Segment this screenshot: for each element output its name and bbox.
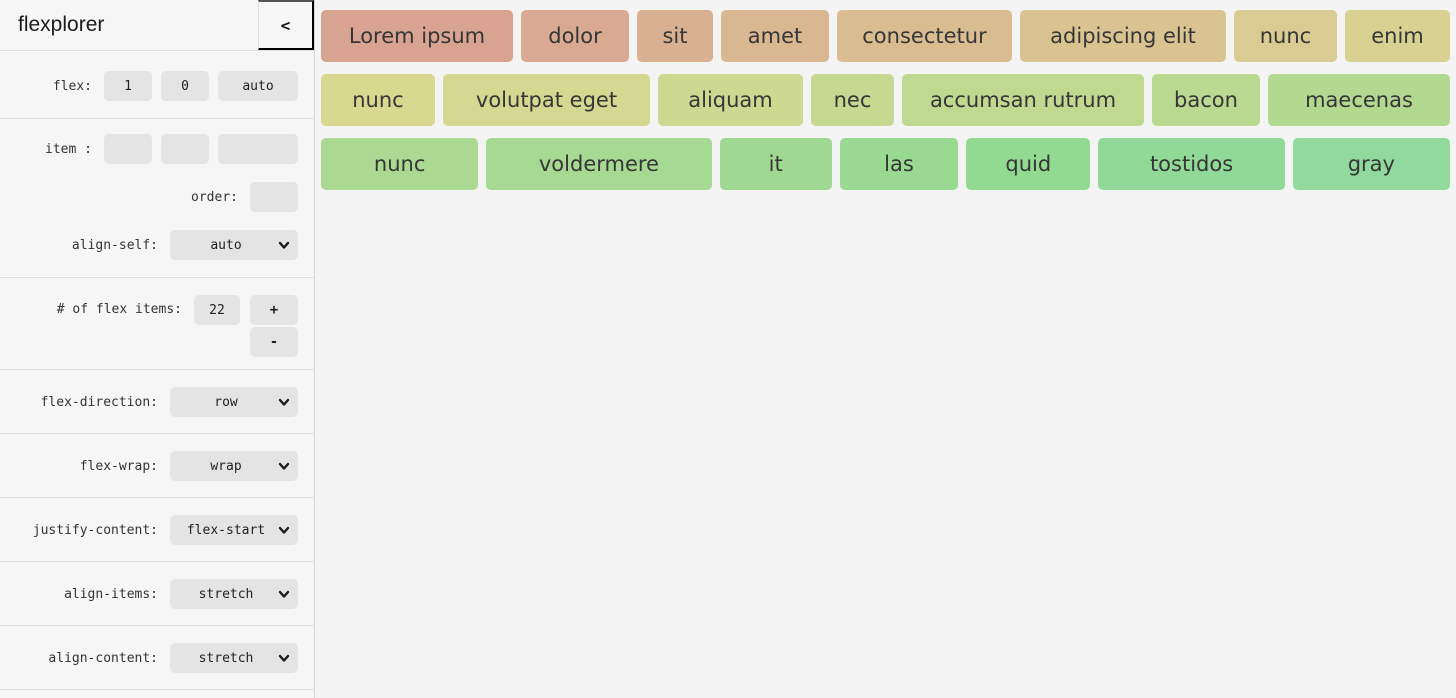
section-flex-wrap: flex-wrap: wrap — [0, 434, 314, 498]
flex-item: las — [839, 138, 959, 190]
section-justify-content: justify-content: flex-start — [0, 498, 314, 562]
justify-content-select[interactable]: flex-start — [170, 515, 298, 545]
flex-wrap-select[interactable]: wrap — [170, 451, 298, 481]
flex-item: dolor — [521, 10, 629, 62]
sidebar: flexplorer < flex: item : order: — [0, 0, 315, 698]
flex-item: volutpat eget — [443, 74, 650, 126]
item-basis-input[interactable] — [218, 134, 298, 164]
decrement-items-button[interactable]: - — [250, 327, 298, 357]
flex-item: sit — [637, 10, 713, 62]
section-align-content: align-content: stretch — [0, 626, 314, 690]
flex-item: voldermere — [486, 138, 712, 190]
flex-item: aliquam — [658, 74, 803, 126]
flex-item: nunc — [1234, 10, 1337, 62]
flex-item: adipiscing elit — [1020, 10, 1226, 62]
flex-direction-label: flex-direction: — [40, 394, 158, 410]
sidebar-header: flexplorer < — [0, 0, 314, 51]
flex-direction-value: row — [214, 394, 238, 410]
flex-label: flex: — [52, 78, 92, 94]
flex-item: quid — [966, 138, 1091, 190]
chevron-down-icon — [278, 462, 290, 470]
flex-shrink-input[interactable] — [161, 71, 209, 101]
flex-wrap-value: wrap — [210, 458, 242, 474]
align-self-select[interactable]: auto — [170, 230, 298, 260]
flex-item: accumsan rutrum — [902, 74, 1144, 126]
flex-direction-select[interactable]: row — [170, 387, 298, 417]
page-title: flexplorer — [18, 13, 105, 36]
flex-item: nunc — [321, 138, 479, 190]
flex-item: maecenas — [1268, 74, 1450, 126]
increment-items-button[interactable]: + — [250, 295, 298, 325]
flex-item: Lorem ipsum — [321, 10, 513, 62]
align-items-label: align-items: — [64, 586, 158, 602]
chevron-down-icon — [278, 241, 290, 249]
item-shrink-input[interactable] — [161, 134, 209, 164]
item-grow-input[interactable] — [104, 134, 152, 164]
align-content-label: align-content: — [48, 650, 158, 666]
chevron-down-icon — [278, 526, 290, 534]
flex-basis-input[interactable] — [218, 71, 298, 101]
flex-wrap-label: flex-wrap: — [79, 458, 158, 474]
flex-item: enim — [1345, 10, 1450, 62]
align-items-value: stretch — [198, 586, 254, 602]
align-self-value: auto — [210, 237, 242, 253]
chevron-left-icon: < — [280, 15, 291, 35]
flex-item: it — [719, 138, 832, 190]
flex-item-count-input[interactable] — [194, 295, 240, 325]
order-label: order: — [191, 189, 238, 205]
align-items-select[interactable]: stretch — [170, 579, 298, 609]
order-input[interactable] — [250, 182, 298, 212]
section-item-count: # of flex items: + - — [0, 278, 314, 370]
flex-item: tostidos — [1098, 138, 1285, 190]
flex-item: gray — [1292, 138, 1450, 190]
justify-content-label: justify-content: — [32, 522, 158, 538]
section-item: item : order: align-self: auto — [0, 119, 314, 278]
chevron-down-icon — [278, 590, 290, 598]
flex-item: consectetur — [837, 10, 1012, 62]
justify-content-value: flex-start — [186, 522, 266, 538]
collapse-sidebar-button[interactable]: < — [258, 0, 314, 50]
flex-item-count-label: # of flex items: — [56, 302, 182, 317]
section-flex: flex: — [0, 51, 314, 119]
flex-item: amet — [721, 10, 829, 62]
align-self-label: align-self: — [71, 237, 158, 253]
item-label: item : — [45, 141, 92, 157]
section-align-items: align-items: stretch — [0, 562, 314, 626]
chevron-down-icon — [278, 398, 290, 406]
chevron-down-icon — [278, 654, 290, 662]
section-flex-direction: flex-direction: row — [0, 370, 314, 434]
flex-grow-input[interactable] — [104, 71, 152, 101]
align-content-value: stretch — [198, 650, 254, 666]
flex-item: bacon — [1152, 74, 1260, 126]
align-content-select[interactable]: stretch — [170, 643, 298, 673]
flex-item: nec — [811, 74, 894, 126]
flex-item: nunc — [321, 74, 435, 126]
